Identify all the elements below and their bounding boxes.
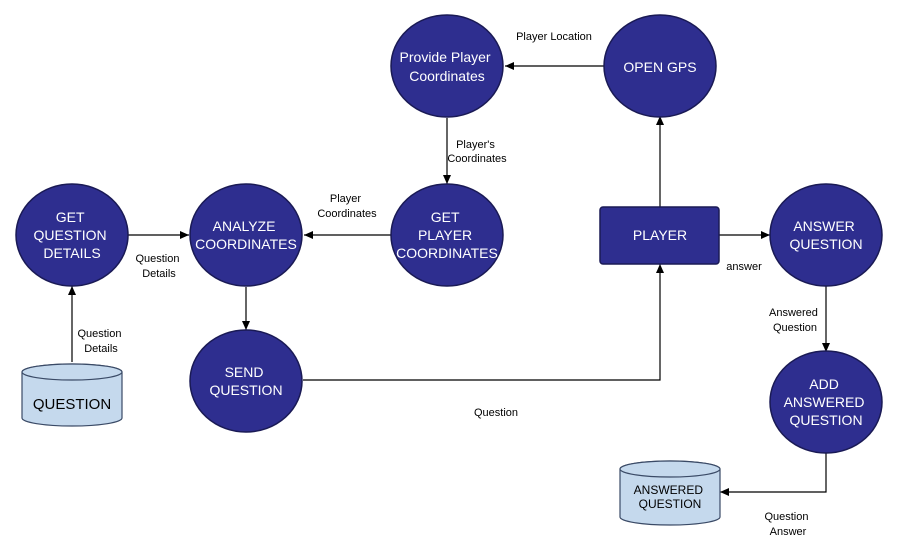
node-provide-player-coordinates-shape bbox=[390, 14, 504, 118]
node-open-gps-label: OPEN GPS bbox=[623, 59, 696, 75]
node-add-answered-question[interactable]: ADD ANSWERED QUESTION bbox=[769, 350, 883, 454]
store-answered-question-label: ANSWERED QUESTION bbox=[634, 483, 707, 511]
node-add-answered-question-shape bbox=[769, 350, 883, 454]
store-answered-question[interactable]: ANSWERED QUESTION bbox=[619, 460, 721, 526]
store-question-top bbox=[21, 363, 123, 381]
process-nodes: Provide Player Coordinates OPEN GPS GET … bbox=[15, 14, 883, 454]
node-add-answered-question-label: ADD ANSWERED QUESTION bbox=[784, 376, 869, 428]
node-get-question-details-shape bbox=[15, 183, 129, 287]
edge-label-players-coordinates: Player's Coordinates bbox=[447, 139, 507, 165]
node-send-question[interactable]: SEND QUESTION bbox=[189, 329, 303, 433]
node-player-shape bbox=[599, 206, 720, 265]
node-answer-question-label: ANSWER QUESTION bbox=[789, 218, 862, 252]
node-analyze-coordinates[interactable]: ANALYZE COORDINATES bbox=[189, 183, 303, 287]
edge-label-answer: answer bbox=[726, 261, 762, 273]
edge-label-question-details-up: Question Details bbox=[77, 328, 124, 355]
edge-label-player-coordinates: Player Coordinates bbox=[317, 193, 377, 220]
node-provide-player-coordinates-label: Provide Player Coordinates bbox=[400, 49, 495, 84]
store-answered-question-top bbox=[619, 460, 721, 478]
node-player[interactable]: PLAYER bbox=[599, 206, 720, 265]
node-get-player-coordinates-label: GET PLAYER COORDINATES bbox=[396, 209, 498, 261]
node-open-gps-shape bbox=[603, 14, 717, 118]
node-get-question-details-label: GET QUESTION DETAILS bbox=[33, 209, 110, 261]
edge-add-answered-to-answered-store bbox=[720, 452, 827, 496]
edge-label-question-answer: Question Answer bbox=[764, 511, 811, 538]
node-send-question-label: SEND QUESTION bbox=[209, 364, 282, 398]
node-analyze-coordinates-label: ANALYZE COORDINATES bbox=[195, 218, 297, 252]
edge-label-answered-question: Answered Question bbox=[769, 307, 821, 334]
edge-send-question-to-player bbox=[303, 264, 664, 381]
edges bbox=[68, 62, 830, 496]
node-get-question-details[interactable]: GET QUESTION DETAILS bbox=[15, 183, 129, 287]
store-question-label: QUESTION bbox=[33, 396, 111, 413]
edge-labels: Player Location Player's Coordinates Pla… bbox=[77, 31, 821, 538]
node-provide-player-coordinates[interactable]: Provide Player Coordinates bbox=[390, 14, 504, 118]
edge-label-question: Question bbox=[474, 407, 518, 419]
node-answer-question[interactable]: ANSWER QUESTION bbox=[769, 183, 883, 287]
edge-label-question-details-right: Question Details bbox=[135, 253, 182, 280]
node-open-gps[interactable]: OPEN GPS bbox=[603, 14, 717, 118]
data-stores: QUESTION ANSWERED QUESTION bbox=[21, 363, 721, 526]
node-get-player-coordinates[interactable]: GET PLAYER COORDINATES bbox=[390, 183, 504, 287]
edge-label-player-location: Player Location bbox=[516, 31, 592, 43]
node-player-label: PLAYER bbox=[633, 227, 687, 243]
node-analyze-coordinates-shape bbox=[189, 183, 303, 287]
node-answer-question-shape bbox=[769, 183, 883, 287]
node-get-player-coordinates-shape bbox=[390, 183, 504, 287]
node-send-question-shape bbox=[189, 329, 303, 433]
store-question[interactable]: QUESTION bbox=[21, 363, 123, 427]
